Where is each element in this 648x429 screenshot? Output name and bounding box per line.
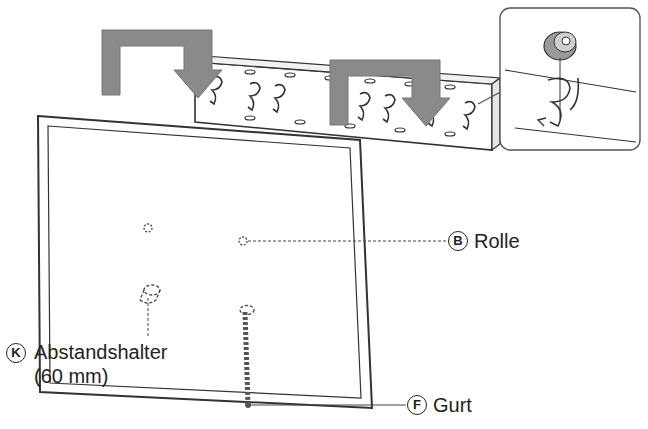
leader-line: [251, 405, 406, 406]
leader-line: [148, 298, 149, 338]
spacer: [144, 285, 160, 295]
part-name: Rolle: [474, 229, 594, 253]
detail-hook: [548, 78, 578, 126]
roller-hole: [239, 237, 247, 245]
guide-arrow: [102, 30, 222, 98]
wall-bracket-side: [492, 78, 500, 150]
callout-letter: K: [6, 343, 26, 363]
detail-inset: [500, 8, 640, 150]
part-name: Abstandshalter (60 mm): [34, 340, 194, 388]
guide-arrow: [330, 60, 450, 126]
callout-letter: B: [448, 231, 468, 251]
callout-letter: F: [407, 395, 427, 415]
roller-hole: [144, 224, 152, 232]
strap: [245, 312, 248, 404]
strap-end: [245, 402, 251, 408]
leader-line: [248, 241, 448, 242]
detail-bracket-edge: [515, 128, 636, 142]
detail-roller: [544, 32, 576, 60]
part-name: Gurt: [433, 393, 553, 417]
tv-outline: [38, 116, 372, 408]
spacer: [140, 290, 160, 303]
detail-arrow: [538, 118, 546, 126]
